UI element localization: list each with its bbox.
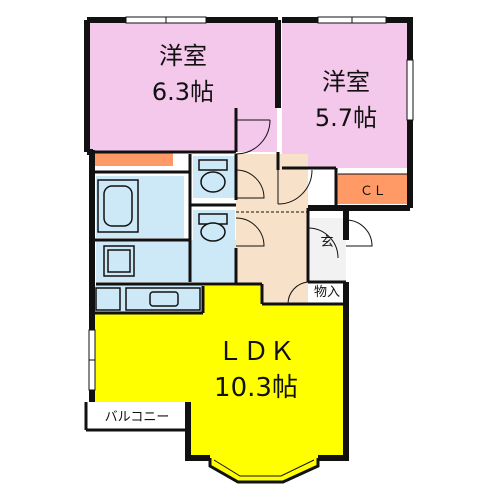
western-room-large-floor <box>87 20 277 152</box>
western-room-large-name: 洋室 <box>159 42 207 70</box>
ldk-name: ＬＤＫ <box>217 337 295 367</box>
bathtub <box>97 179 139 233</box>
storage-label: 物入 <box>314 285 340 300</box>
ldk-floor <box>93 286 346 482</box>
western-room-small-floor <box>282 20 410 168</box>
closet-label: ＣＬ <box>360 184 386 199</box>
doors <box>235 119 373 305</box>
entrance-label: 玄 <box>320 235 333 250</box>
western-room-large-size: 6.3帖 <box>152 78 214 106</box>
toilet-fixture-2 <box>198 213 228 242</box>
closet-rails <box>110 151 408 175</box>
western-room-small-size: 5.7帖 <box>315 104 377 132</box>
western-room-small-name: 洋室 <box>322 68 370 96</box>
ldk-size: 10.3帖 <box>214 373 298 403</box>
windows <box>88 16 414 391</box>
bay-window-inner <box>213 459 315 477</box>
hall-floor <box>236 154 308 304</box>
bay-window <box>208 458 320 484</box>
closet-floor <box>336 174 410 204</box>
toilet-fixture <box>198 159 228 193</box>
washbasin <box>103 245 135 277</box>
entrance-floor <box>310 218 346 282</box>
balcony-floor <box>86 402 188 430</box>
balcony-label: バルコニー <box>105 410 170 425</box>
closet-strip-large <box>93 152 173 166</box>
kitchen-sink <box>95 287 201 311</box>
